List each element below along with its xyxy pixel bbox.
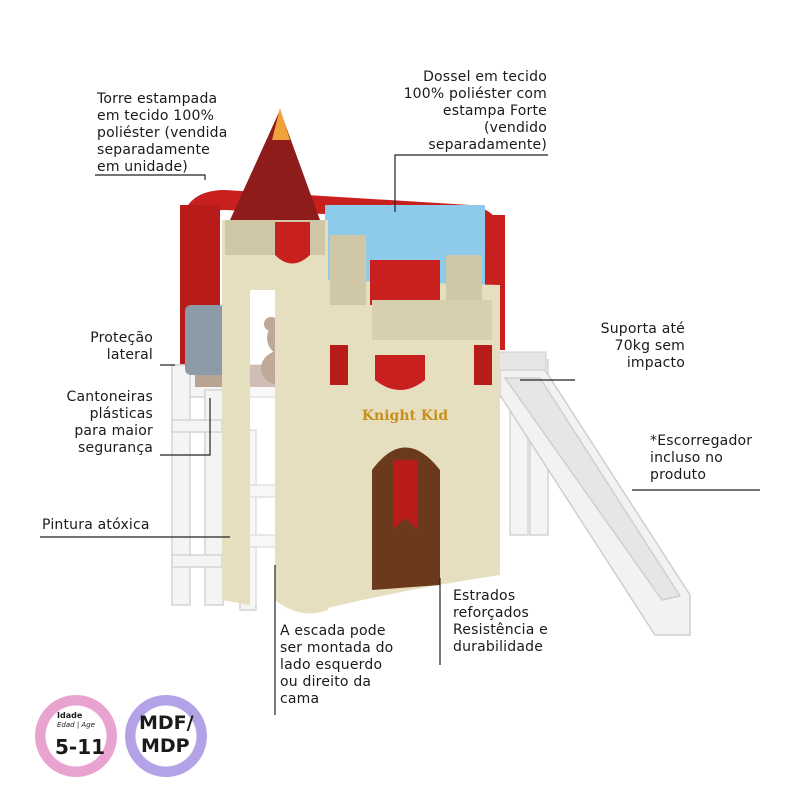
material-badge-line1: MDF/ (139, 712, 194, 734)
pillow (185, 305, 225, 375)
non-toxic-paint-label: Pintura atóxica (42, 517, 150, 533)
castle-tower (222, 108, 328, 614)
banner-text: Knight Kid (362, 408, 448, 424)
connector-lines (40, 154, 760, 715)
material-badge: MDF/ MDP (125, 695, 207, 777)
age-badge-title: Idade (57, 711, 83, 720)
slide (499, 369, 691, 636)
slide-top (497, 351, 547, 371)
material-badge-line2: MDP (141, 735, 190, 757)
castle-curtain: Knight Kid (320, 235, 500, 610)
age-badge-value: 5-11 (55, 735, 106, 759)
age-badge-subtitle: Edad | Age (57, 721, 95, 729)
age-badge: Idade Edad | Age 5-11 (35, 695, 117, 777)
